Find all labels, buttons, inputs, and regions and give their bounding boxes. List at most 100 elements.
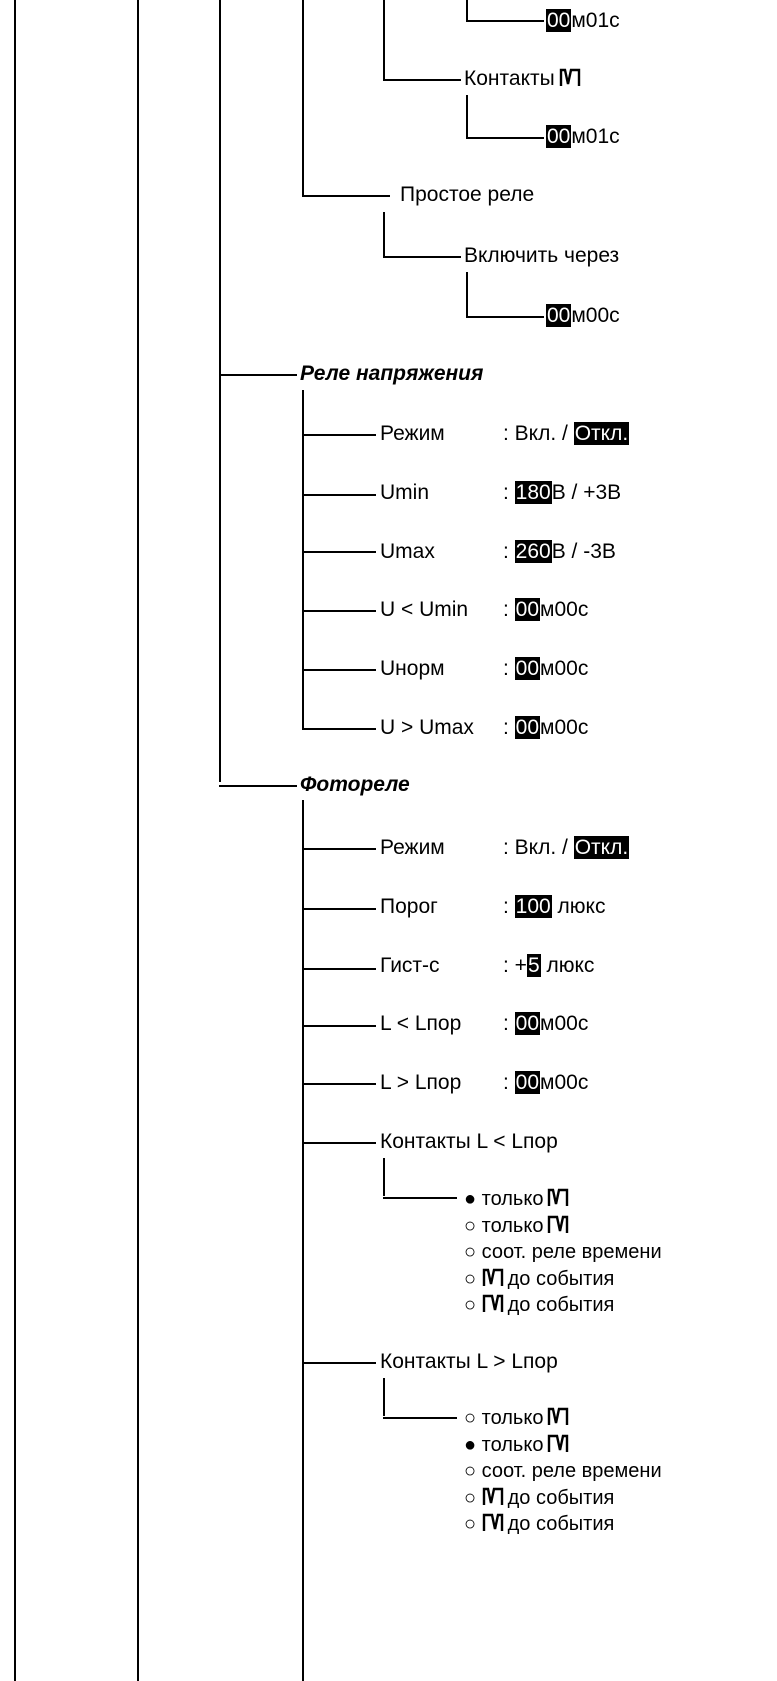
contacts-high-label: Контакты L > Lпор	[380, 1350, 558, 1373]
radio-unselected-icon: ○	[464, 1294, 482, 1317]
voltage-row-value: : 260В / -3В	[503, 539, 616, 565]
radio-unselected-icon: ○	[464, 1214, 482, 1237]
contacts-low-label: Контакты L < Lпор	[380, 1130, 558, 1153]
relay-closed-icon	[482, 1512, 504, 1532]
voltage-row-colon: :	[503, 539, 515, 563]
photo-row-value-highlight: 100	[514, 894, 552, 918]
connector	[383, 256, 461, 258]
voltage-row-colon: :	[503, 598, 515, 622]
tree-line-level-4-top	[302, 0, 304, 195]
voltage-row-value-highlight: 260	[514, 539, 552, 563]
contacts-low-option-text: до события	[507, 1267, 615, 1290]
contacts-low-option-text: до события	[507, 1294, 615, 1317]
radio-unselected-icon: ○	[464, 1513, 482, 1536]
photo-row-value-post: м00с	[540, 1012, 589, 1036]
connector	[466, 137, 544, 139]
photo-row-label: L > Lпор	[380, 1071, 462, 1095]
connector	[302, 610, 376, 612]
voltage-row-colon: :	[503, 480, 515, 504]
contacts-low-option: ○ до события	[464, 1266, 614, 1292]
voltage-row-label: Umin	[380, 480, 430, 504]
voltage-row-colon: :	[503, 422, 515, 445]
voltage-row-value: : 00м00с	[503, 656, 588, 682]
tree-line-contacts-high	[383, 1378, 385, 1416]
contacts-high-option: ○ соот. реле времени	[464, 1458, 662, 1484]
photo-row-value-pre: +	[514, 953, 527, 977]
contacts-high-option: ● только	[464, 1432, 569, 1458]
connector	[383, 79, 461, 81]
connector	[302, 669, 376, 671]
voltage-row-label: U < Umin	[380, 598, 469, 622]
time-value-highlight: 00	[546, 125, 572, 148]
connector	[302, 1025, 376, 1027]
relay-closed-icon	[482, 1293, 504, 1313]
time-value-highlight: 00	[546, 9, 572, 32]
contacts-low-option: ○ только	[464, 1213, 569, 1239]
time-value-rest: м01с	[571, 9, 620, 32]
photo-row-label: Гист-с	[380, 953, 440, 977]
time-value: 00м01с	[546, 8, 620, 34]
contacts-label: Контакты	[464, 67, 555, 90]
contacts-low-option: ● только	[464, 1186, 569, 1212]
voltage-row-value: : Вкл. / Откл.	[503, 421, 630, 447]
contacts-high-option-text: только	[481, 1433, 544, 1456]
contacts-low-option-text: только	[481, 1214, 544, 1237]
photo-relay-title: Фотореле	[300, 773, 410, 796]
voltage-row-value-highlight: 00	[514, 716, 541, 739]
photo-row-colon: :	[503, 953, 515, 977]
photo-row-colon: :	[503, 836, 515, 859]
connector	[302, 968, 376, 970]
contacts-high-option: ○ до события	[464, 1511, 614, 1537]
connector	[466, 20, 544, 22]
connector	[302, 195, 390, 197]
tree-line-voltage	[302, 390, 304, 730]
voltage-row-value-post: В / +3В	[551, 480, 622, 504]
photo-row-value-post: м00с	[540, 1071, 589, 1095]
tree-line-level-3	[219, 0, 221, 782]
voltage-row-label: Uнорм	[380, 657, 445, 681]
connector	[383, 1197, 457, 1199]
voltage-row-value-highlight: 00	[514, 657, 541, 681]
connector	[302, 908, 376, 910]
connector	[302, 728, 376, 730]
voltage-row-value-pre: Вкл. /	[514, 422, 574, 445]
voltage-row-value: : 00м00с	[503, 597, 588, 623]
radio-selected-icon: ●	[464, 1188, 482, 1210]
time-value-rest: м00с	[571, 304, 620, 327]
turn-on-after-label: Включить через	[464, 244, 620, 267]
photo-row-label: Режим	[380, 836, 445, 859]
photo-row-value: : +5 люкс	[503, 953, 594, 979]
radio-selected-icon: ●	[464, 1433, 482, 1456]
radio-unselected-icon: ○	[464, 1241, 482, 1264]
contacts-high-option-text: соот. реле времени	[481, 1460, 662, 1483]
voltage-row-colon: :	[503, 716, 515, 739]
connector	[383, 1417, 457, 1419]
tree-line-level-5-top	[383, 0, 385, 79]
photo-row-value-highlight: 5	[526, 953, 541, 977]
voltage-row-value-highlight: Откл.	[573, 422, 630, 445]
photo-row-value-pre: Вкл. /	[514, 836, 574, 859]
photo-row-colon: :	[503, 1071, 515, 1095]
radio-unselected-icon: ○	[464, 1460, 482, 1483]
relay-open-icon	[547, 1406, 569, 1426]
relay-open-icon	[482, 1267, 504, 1287]
photo-row-value: : 00м00с	[503, 1011, 588, 1037]
contacts-high-option: ○ только	[464, 1405, 569, 1431]
voltage-relay-title: Реле напряжения	[300, 362, 484, 385]
radio-unselected-icon: ○	[464, 1486, 482, 1509]
photo-row-value-highlight: 00	[514, 1012, 541, 1036]
time-value: 00м01с	[546, 124, 620, 150]
voltage-row-value-highlight: 180	[514, 480, 552, 504]
tree-line-level-6-c	[466, 272, 468, 316]
contacts-low-option-text: только	[481, 1188, 544, 1210]
photo-row-label: Порог	[380, 894, 438, 918]
tree-line-level-5-simple	[383, 212, 385, 256]
photo-row-value-post: люкс	[540, 953, 595, 977]
photo-row-value: : 100 люкс	[503, 894, 605, 920]
radio-unselected-icon: ○	[464, 1267, 482, 1290]
photo-row-colon: :	[503, 894, 515, 918]
photo-row-value-post: люкс	[551, 894, 606, 918]
tree-line-contacts-low	[383, 1158, 385, 1196]
connector	[219, 785, 297, 787]
voltage-row-label: Umax	[380, 539, 435, 563]
